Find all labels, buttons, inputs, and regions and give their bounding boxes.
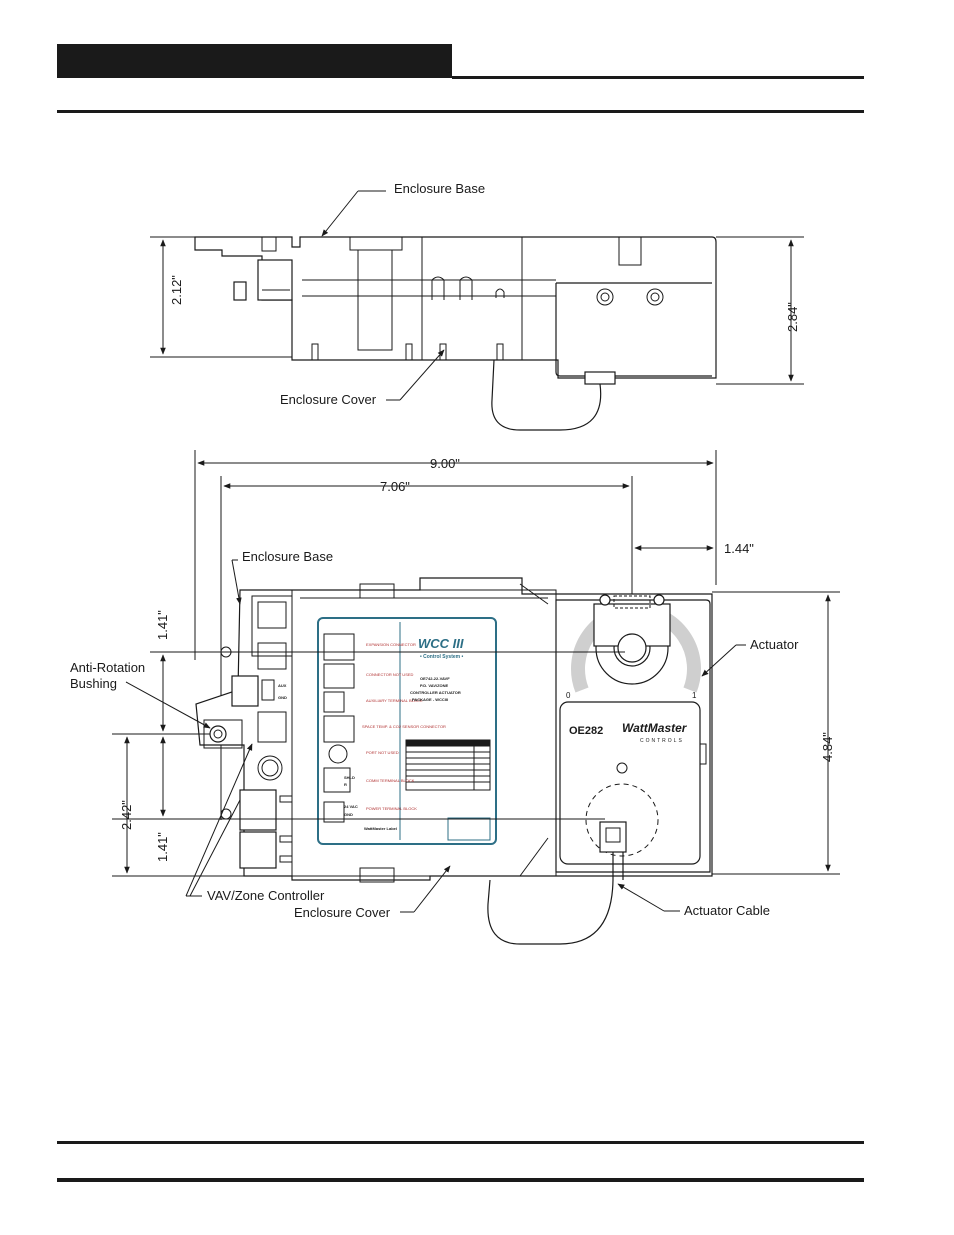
actuator-brand: WattMaster (622, 721, 688, 735)
side-nut-right (646, 288, 664, 306)
port-gnd2: GND (344, 812, 353, 817)
label-vav-zone-controller: VAV/Zone Controller (207, 888, 325, 903)
label-row-6: COMM TERMINAL BLOCK (366, 778, 415, 783)
label-panel-text: EXPANSION CONNECTOR CONNECTOR NOT USED A… (278, 636, 464, 831)
label-anti-rotation-1: Anti-Rotation (70, 660, 145, 675)
side-left-tab (257, 259, 293, 301)
actuator-brand-sub: CONTROLS (640, 738, 684, 744)
side-nut-left (596, 288, 614, 306)
connector-not-used (257, 642, 287, 670)
header-rule (57, 110, 864, 113)
dim-bushing-offset: 2.42" (119, 800, 134, 830)
mounting-hole-lower (220, 808, 232, 820)
wcc-logo-sub: • Control System • (420, 654, 463, 660)
label-actuator: Actuator (750, 637, 799, 652)
header-rule-top (452, 76, 864, 79)
connector-expansion (257, 601, 287, 629)
dim-lower-spacing: 1.41" (155, 832, 170, 862)
port-not-used (257, 755, 283, 781)
port-r: R (344, 782, 347, 787)
label-enclosure-base-top: Enclosure Base (394, 181, 485, 196)
aux-terminal-block (231, 675, 259, 707)
label-row-1: EXPANSION CONNECTOR (366, 642, 416, 647)
dim-height-side-right: 2.84" (785, 302, 800, 332)
scale-min: 0 (566, 691, 571, 700)
dim-upper-spacing: 1.41" (155, 610, 170, 640)
port-gnd: GND (278, 695, 287, 700)
power-terminal-block (239, 831, 277, 869)
footer-rule-bottom (57, 1178, 864, 1182)
actuator-front-panel (559, 701, 701, 865)
label-footer: WattMaster Label (364, 826, 397, 831)
actuator-cable-connector (599, 821, 627, 853)
dim-width-to-shaft: 7.06" (380, 479, 410, 494)
controller-label-panel (317, 617, 497, 845)
front-enclosure-cover (291, 589, 557, 877)
dim-shaft-offset: 1.44" (724, 541, 754, 556)
product-line-1: OE742-22-VAVF (420, 676, 450, 681)
wcc-logo: WCC III (418, 636, 464, 651)
label-row-3: AUXILIARY TERMINAL BLOCK (366, 698, 423, 703)
label-row-7: POWER TERMINAL BLOCK (366, 806, 417, 811)
product-line-3: CONTROLLER ACTUATOR (410, 690, 461, 695)
product-line-4: PACKAGE - WCCIII (412, 697, 448, 702)
dim-height-front: 4.84" (820, 732, 835, 762)
side-actuator-body (555, 282, 712, 377)
header-bar (57, 44, 452, 78)
actuator-model: OE282 (569, 725, 603, 737)
side-cable-connector (584, 371, 616, 385)
label-enclosure-cover-top: Enclosure Cover (280, 392, 377, 407)
label-row-2: CONNECTOR NOT USED (366, 672, 414, 677)
label-enclosure-base-front: Enclosure Base (242, 549, 333, 564)
comm-terminal-block (239, 789, 277, 831)
label-anti-rotation-2: Bushing (70, 676, 117, 691)
actuator-cable-reserve (585, 783, 659, 857)
side-view (150, 190, 804, 431)
port-vac: 24 VAC (344, 804, 358, 809)
label-row-5: PORT NOT USED (366, 750, 399, 755)
connector-space-temp (257, 711, 287, 743)
port-aux: AUX (278, 683, 287, 688)
label-row-4: SPACE TEMP. & CO2 SENSOR CONNECTOR (362, 724, 446, 729)
scale-max: 1 (692, 691, 697, 700)
port-shld: SHLD (344, 775, 355, 780)
side-center-slot (349, 237, 403, 351)
label-enclosure-cover-front: Enclosure Cover (294, 905, 391, 920)
product-line-2: P.D. VAV/ZONE (420, 683, 449, 688)
label-actuator-cable: Actuator Cable (684, 903, 770, 918)
side-actuator-cable (491, 359, 602, 431)
dim-overall-width: 9.00" (430, 456, 460, 471)
footer-rule-top (57, 1141, 864, 1144)
actuator-cable (487, 852, 614, 945)
dim-height-side-left: 2.12" (169, 275, 184, 305)
front-view (112, 450, 840, 945)
